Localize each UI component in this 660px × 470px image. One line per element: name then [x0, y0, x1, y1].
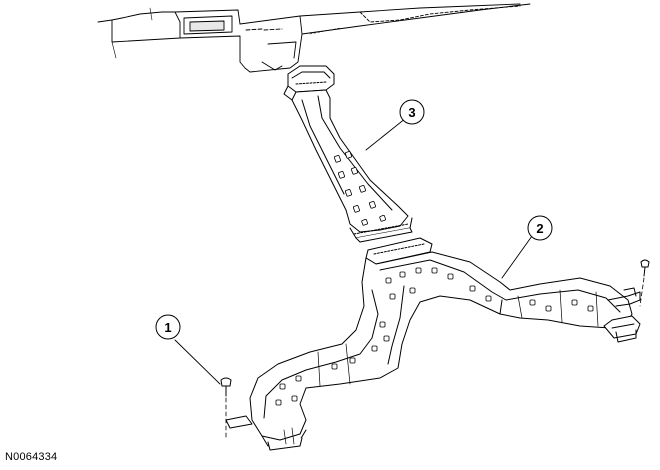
- figure-id-label: N0064334: [5, 451, 58, 463]
- callout-1-circle: [155, 314, 181, 340]
- callout-1-leader: [174, 339, 221, 385]
- callout-3-leader: [365, 117, 407, 151]
- part-1-screw-left: [220, 377, 232, 441]
- callout-2-leader: [501, 235, 533, 279]
- callout-2-circle: [527, 215, 553, 241]
- part-2-floor-duct: [225, 237, 641, 451]
- callout-1-number: 1: [164, 320, 171, 335]
- callout-3-number: 3: [408, 105, 415, 120]
- instrument-panel-background: [97, 3, 531, 73]
- part-1-screw-right: [639, 259, 650, 307]
- callout-2-number: 2: [536, 221, 543, 236]
- part-3-vertical-duct: [283, 65, 413, 243]
- callout-3-circle: [399, 99, 425, 125]
